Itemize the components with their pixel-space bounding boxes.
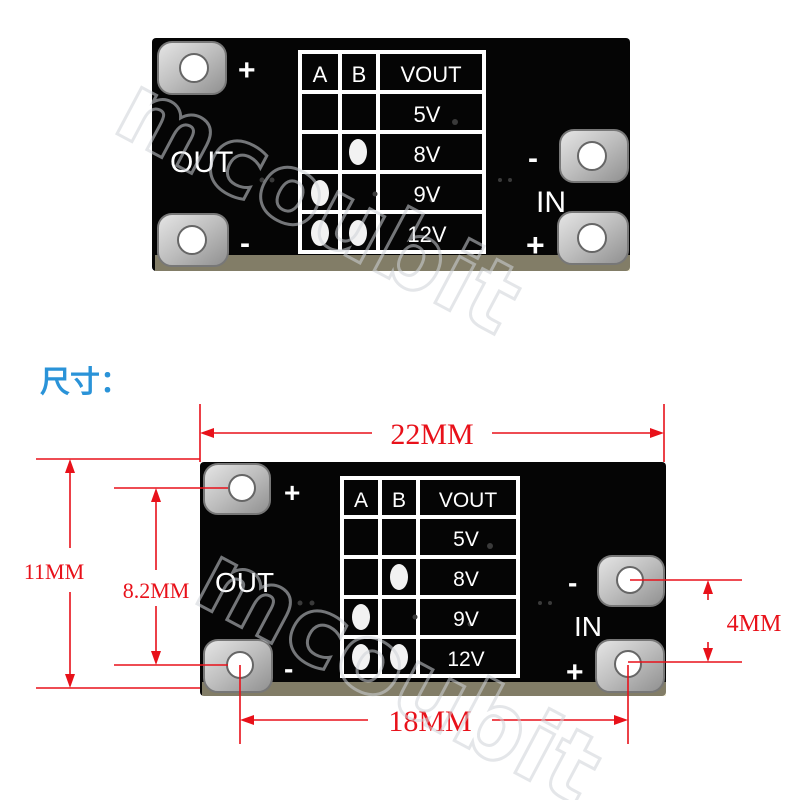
table-header-vout: VOUT	[400, 62, 461, 87]
jumper-b-8v	[349, 139, 367, 165]
out-label: OUT	[215, 567, 274, 598]
voltage-label: 9V	[414, 182, 441, 207]
jumper-a-9v	[352, 604, 370, 630]
voltage-label: 5V	[453, 528, 479, 551]
voltage-label: 8V	[414, 142, 441, 167]
plus-label: +	[566, 656, 584, 689]
out-label: OUT	[170, 146, 233, 179]
plus-label: +	[526, 227, 545, 263]
minus-label: -	[528, 142, 538, 175]
table-header-a: A	[354, 489, 368, 512]
jumper-a-12v	[352, 644, 370, 670]
dimension-height: 11MM	[24, 559, 84, 584]
pad-out-plus	[157, 41, 227, 95]
jumper-b-12v	[349, 220, 367, 246]
pcb-body	[152, 38, 630, 271]
pad-in-minus	[559, 129, 629, 183]
plus-label: +	[284, 477, 300, 508]
dimension-length: 22MM	[390, 418, 473, 451]
jumper-b-12v	[390, 644, 408, 670]
dimension-out-pitch: 8.2MM	[123, 578, 190, 603]
pad-in-plus	[557, 211, 629, 265]
voltage-label: 12V	[407, 222, 446, 247]
voltage-label: 5V	[414, 102, 441, 127]
dimension-pad-span: 18MM	[388, 705, 471, 738]
pad-out-plus	[203, 463, 271, 515]
table-header-vout: VOUT	[439, 489, 498, 512]
dimension-in-pitch: 4MM	[727, 611, 782, 637]
minus-label: -	[284, 653, 293, 684]
jumper-a-12v	[311, 220, 329, 246]
pad-out-minus	[203, 639, 273, 693]
jumper-a-9v	[311, 180, 329, 206]
pad-in-plus	[595, 639, 665, 693]
table-header-b: B	[352, 62, 367, 87]
voltage-label: 12V	[447, 648, 484, 671]
dimension-lines	[36, 404, 742, 744]
voltage-table	[340, 476, 520, 678]
pad-out-minus	[157, 213, 229, 267]
table-header-b: B	[392, 489, 406, 512]
dimensions-title: 尺寸：	[40, 365, 130, 400]
voltage-label: 8V	[453, 568, 479, 591]
in-label: IN	[536, 186, 566, 219]
top-board: + - OUT IN - + A B VOUT 5V 8V 9V 12V	[152, 38, 630, 271]
pad-in-minus	[597, 555, 665, 607]
jumper-b-8v	[390, 564, 408, 590]
voltage-label: 9V	[453, 608, 479, 631]
bottom-board: + - OUT IN - + A B VOUT 5V 8V 9V 12V	[200, 462, 666, 696]
minus-label: -	[568, 567, 577, 598]
pcb-body	[200, 462, 666, 696]
voltage-table	[298, 50, 486, 254]
in-label: IN	[574, 611, 602, 642]
minus-label: -	[240, 227, 250, 260]
plus-label: +	[238, 54, 256, 87]
table-header-a: A	[313, 62, 328, 87]
